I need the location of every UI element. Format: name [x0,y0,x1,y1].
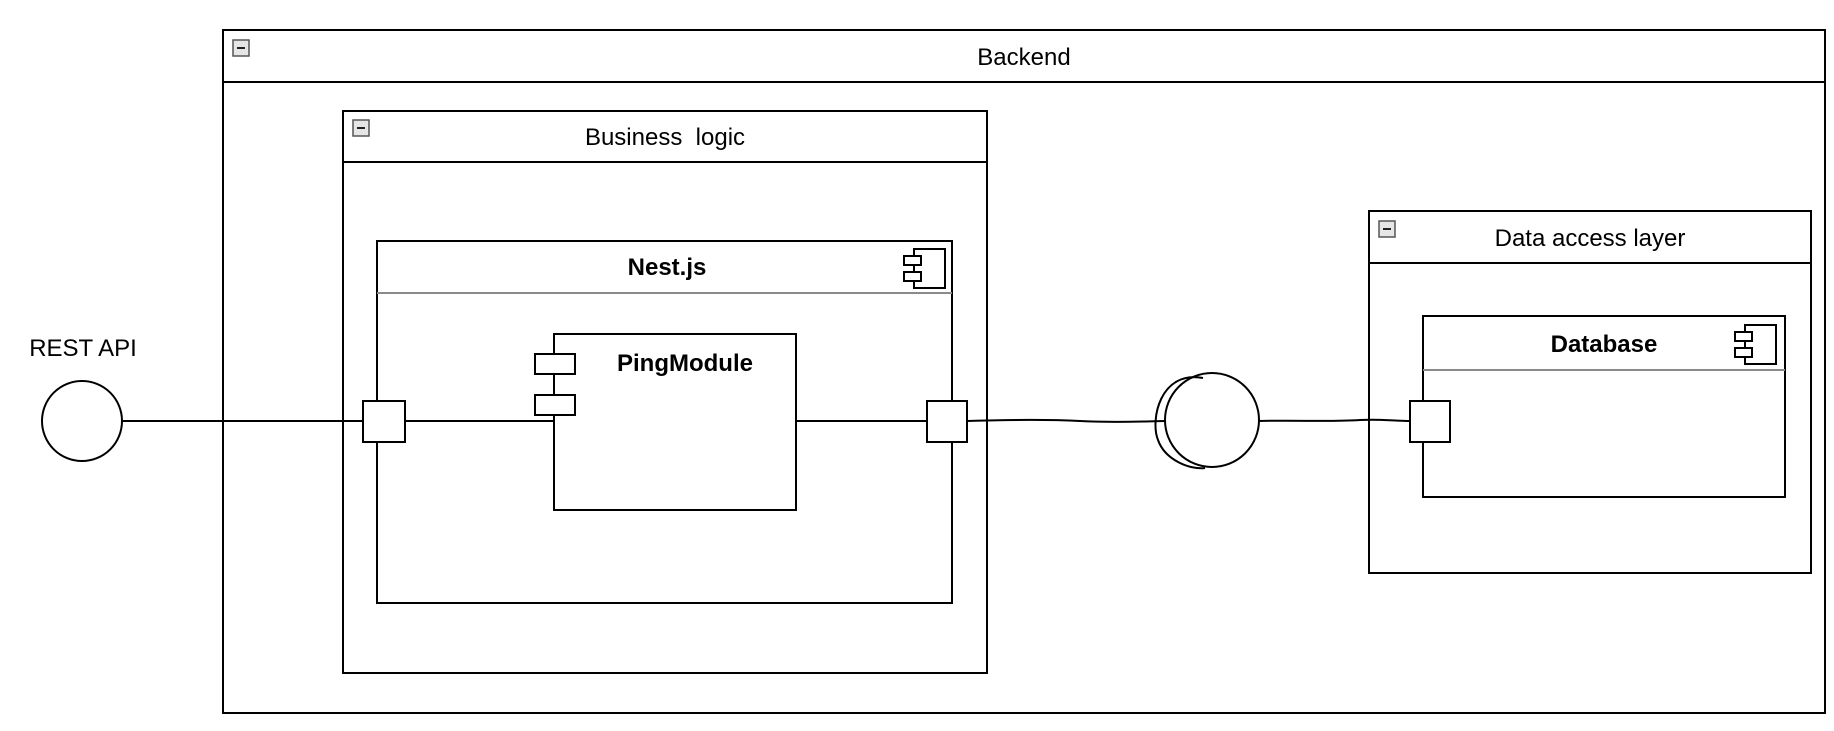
component-database-name: Database [1551,331,1658,358]
package-business-logic-title: Business logic [585,124,745,151]
component-tab-icon [534,394,576,416]
component-database[interactable]: Database [1422,315,1786,498]
assembly-connector-icon[interactable] [1154,372,1260,470]
package-data-access-layer-title: Data access layer [1495,225,1686,252]
uml-component-icon [1734,324,1777,365]
connectors [122,418,1411,423]
component-tab-icon [534,353,576,375]
component-nestjs-name: Nest.js [628,254,707,281]
collapse-minus-icon[interactable] [232,39,250,57]
nestjs-left-port[interactable] [362,400,406,443]
interface-rest-api-label: REST API [29,335,137,362]
database-port[interactable] [1409,400,1451,443]
connector-nestjs-assembly[interactable] [966,418,1166,423]
uml-component-icon [903,248,946,289]
component-ping-module-name: PingModule [617,350,753,377]
collapse-minus-icon[interactable] [1378,220,1396,238]
interface-rest-api[interactable]: REST API [29,335,137,462]
collapse-minus-icon[interactable] [352,119,370,137]
connector-assembly-database[interactable] [1257,418,1411,422]
component-ping-module[interactable]: PingModule [534,333,797,511]
package-backend-title: Backend [977,44,1070,71]
nestjs-right-port[interactable] [926,400,968,443]
